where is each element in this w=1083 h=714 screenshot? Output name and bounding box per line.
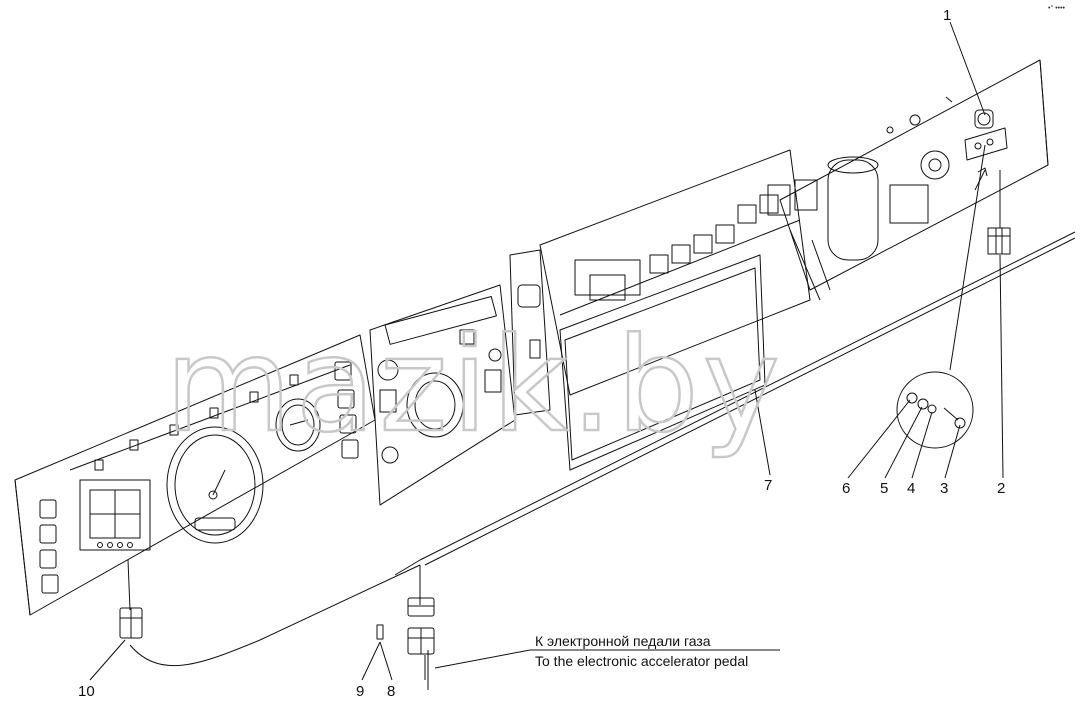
speedometer-gauge [166, 426, 264, 544]
note-russian: К электронной педали газа [535, 633, 711, 649]
switch-panel [369, 284, 516, 506]
callout-4: 4 [907, 480, 915, 497]
relay-module-2 [794, 179, 818, 211]
callout-9: 9 [356, 683, 364, 700]
note-english: To the electronic accelerator pedal [535, 653, 748, 669]
callout-10: 10 [78, 683, 95, 700]
callout-3: 3 [940, 480, 948, 497]
display-screen [79, 479, 151, 551]
callout-2: 2 [997, 480, 1005, 497]
capacitor-component [827, 159, 879, 261]
watermark: mazik.by [165, 309, 784, 461]
relay-connector-block [574, 259, 641, 296]
callout-8: 8 [387, 683, 395, 700]
part-8-connector [407, 597, 435, 655]
part-5-washer [917, 398, 929, 410]
left-button-column [39, 499, 59, 594]
round-connector [920, 150, 950, 180]
top-indicator-strip [69, 364, 351, 471]
part-7-cover [559, 254, 766, 471]
corner-mark: •° •••• [1048, 4, 1066, 12]
part-6-nut [906, 392, 918, 404]
callout-7: 7 [764, 477, 772, 494]
callout-6: 6 [842, 480, 850, 497]
part-4-washer [927, 404, 937, 414]
part-9-clip [376, 624, 384, 640]
callout-1: 1 [943, 7, 951, 24]
fastener-detail [896, 144, 986, 449]
part-3-screw [943, 407, 959, 421]
side-bracket [509, 249, 551, 416]
callout-5: 5 [880, 480, 888, 497]
part-1-button [964, 109, 1008, 191]
part-2-connector [987, 170, 1011, 255]
relay-module-1 [767, 184, 791, 216]
round-switch [406, 372, 464, 438]
instrument-panel [14, 334, 376, 616]
rear-mounting-plate [779, 59, 1049, 291]
callout-labels: 1 2 3 4 5 6 7 8 9 10 [78, 7, 1005, 700]
relay-board [539, 149, 831, 396]
part-10-connector [119, 607, 143, 639]
wiring-harness [127, 231, 1076, 690]
small-gauge [275, 398, 321, 452]
leader-lines [89, 21, 1004, 681]
